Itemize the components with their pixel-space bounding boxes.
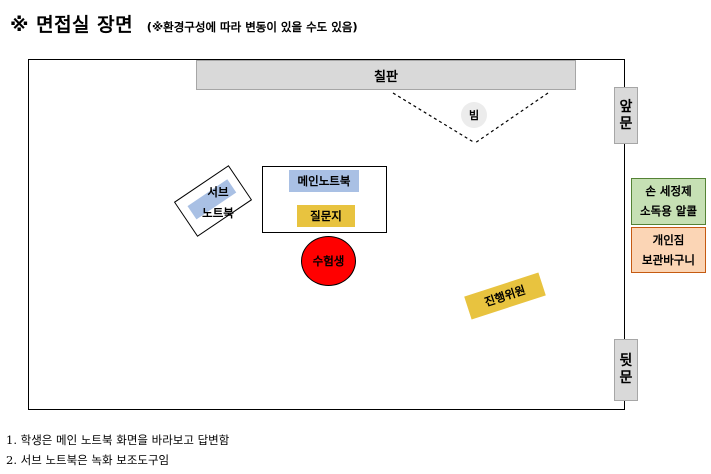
title-note: (※환경구성에 따라 변동이 있을 수도 있음) [146,20,358,34]
blackboard-label: 칠판 [374,69,398,85]
sanitizer-line1: 손 세정제 [645,184,692,198]
question-sheet: 질문지 [297,205,355,227]
basket-box: 개인짐 보관바구니 [631,227,706,273]
front-door: 앞문 [614,87,638,144]
page-title: ※ 면접실 장면 (※환경구성에 따라 변동이 있을 수도 있음) [10,10,358,37]
basket-line1: 개인짐 [652,233,685,247]
front-door-label: 앞문 [619,98,633,132]
back-door: 뒷문 [614,339,638,401]
projector-label: 빔 [468,109,480,122]
sanitizer-box: 손 세정제 소독용 알콜 [631,178,706,225]
notes: 1. 학생은 메인 노트북 화면을 바라보고 답변함 2. 서브 노트북은 녹화… [6,430,229,470]
back-door-label: 뒷문 [619,353,633,386]
basket-line2: 보관바구니 [642,253,695,267]
main-laptop-label: 메인노트북 [297,174,351,188]
sub-laptop-label-line2: 노트북 [202,206,234,220]
room-outline [28,59,625,410]
note-item: 1. 학생은 메인 노트북 화면을 바라보고 답변함 [6,433,230,447]
main-laptop: 메인노트북 [289,170,359,192]
projector: 빔 [461,102,487,128]
note-item: 2. 서브 노트북은 녹화 보조도구임 [6,453,170,467]
blackboard: 칠판 [196,60,576,90]
sub-laptop-label: 서브 노트북 [188,182,248,224]
question-sheet-label: 질문지 [310,209,342,223]
sanitizer-line2: 소독용 알콜 [640,204,697,218]
student-label: 수험생 [312,254,345,268]
sub-laptop-label-line1: 서브 [207,185,229,199]
title-main: ※ 면접실 장면 [10,14,134,36]
student: 수험생 [301,236,356,286]
